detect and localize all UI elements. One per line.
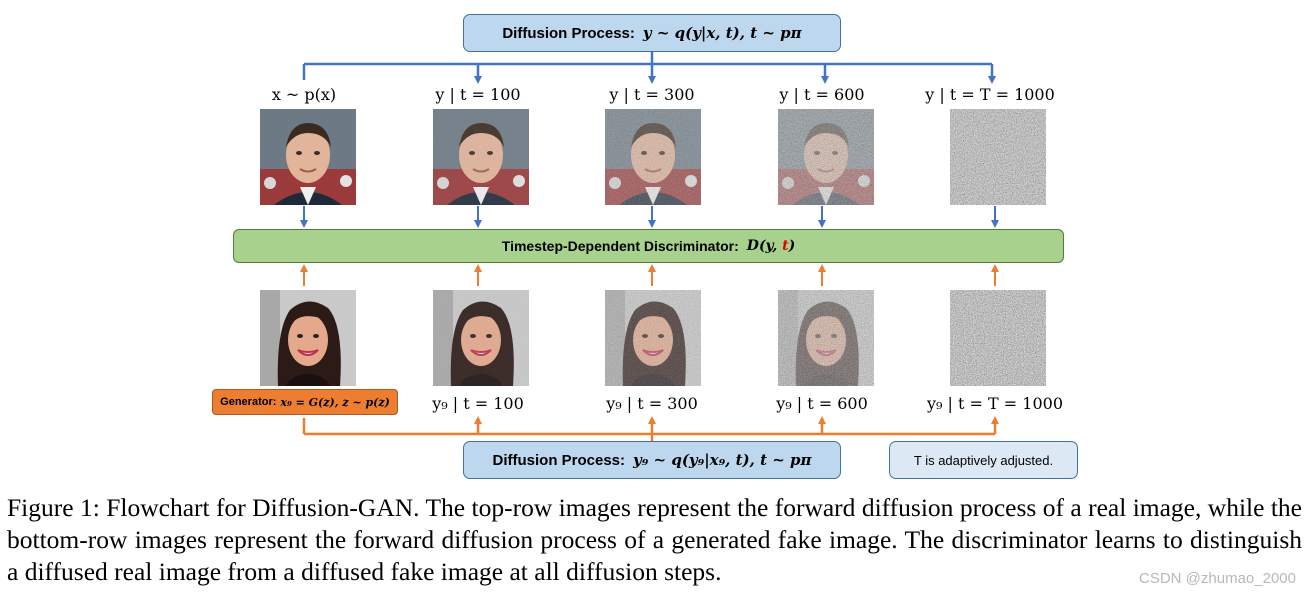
fake-image-t600 (778, 290, 874, 386)
real-image-t100 (433, 109, 529, 205)
bottom-label-t1000: y₉ | t = T = 1000 (927, 394, 1063, 413)
generator-box: Generator: x₉ = G(z), z ~ p(z) (212, 389, 398, 415)
bottom-label-t600: y₉ | t = 600 (776, 394, 868, 413)
generator-label: Generator: (220, 396, 276, 408)
top-process-label: Diffusion Process: (502, 25, 635, 42)
fake-image-t0 (260, 290, 356, 386)
fake-image-t100 (433, 290, 529, 386)
fake-image-t300 (605, 290, 701, 386)
bottom-process-label: Diffusion Process: (493, 452, 626, 469)
top-label-t300: y | t = 300 (609, 85, 694, 104)
top-label-t1000: y | t = T = 1000 (925, 85, 1055, 104)
top-distribution-lines (304, 52, 992, 80)
real-to-discriminator-arrows (304, 206, 995, 224)
bottom-label-t300: y₉ | t = 300 (606, 394, 698, 413)
generator-formula: x₉ = G(z), z ~ p(z) (280, 396, 389, 409)
top-label-x: x ~ p(x) (272, 85, 336, 104)
watermark: CSDN @zhumao_2000 (1139, 570, 1296, 587)
top-diffusion-process-box: Diffusion Process: y ~ q(y|x, t), t ~ pπ (463, 14, 841, 52)
adaptive-note-box: T is adaptively adjusted. (889, 441, 1078, 479)
top-label-t100: y | t = 100 (435, 85, 520, 104)
real-image-t300 (605, 109, 701, 205)
fake-to-discriminator-arrows (304, 268, 995, 286)
real-image-t0 (260, 109, 356, 205)
discriminator-box: Timestep-Dependent Discriminator: D(y, t… (233, 229, 1064, 263)
bottom-process-formula: y₉ ~ q(y₉|x₉, t), t ~ pπ (633, 451, 811, 469)
real-image-t600 (778, 109, 874, 205)
figure-caption: Figure 1: Flowchart for Diffusion-GAN. T… (7, 492, 1302, 588)
real-image-t1000 (950, 109, 1046, 205)
bottom-distribution-lines (304, 418, 995, 441)
top-label-t600: y | t = 600 (779, 85, 864, 104)
bottom-label-t100: y₉ | t = 100 (432, 394, 524, 413)
adaptive-note-text: T is adaptively adjusted. (914, 453, 1053, 468)
discriminator-label: Timestep-Dependent Discriminator: (502, 238, 739, 254)
discriminator-formula-post: ) (789, 238, 796, 254)
bottom-diffusion-process-box: Diffusion Process: y₉ ~ q(y₉|x₉, t), t ~… (463, 441, 841, 479)
top-process-formula: y ~ q(y|x, t), t ~ pπ (643, 24, 802, 42)
fake-image-t1000 (950, 290, 1046, 386)
discriminator-formula-pre: D(y, (747, 238, 782, 254)
